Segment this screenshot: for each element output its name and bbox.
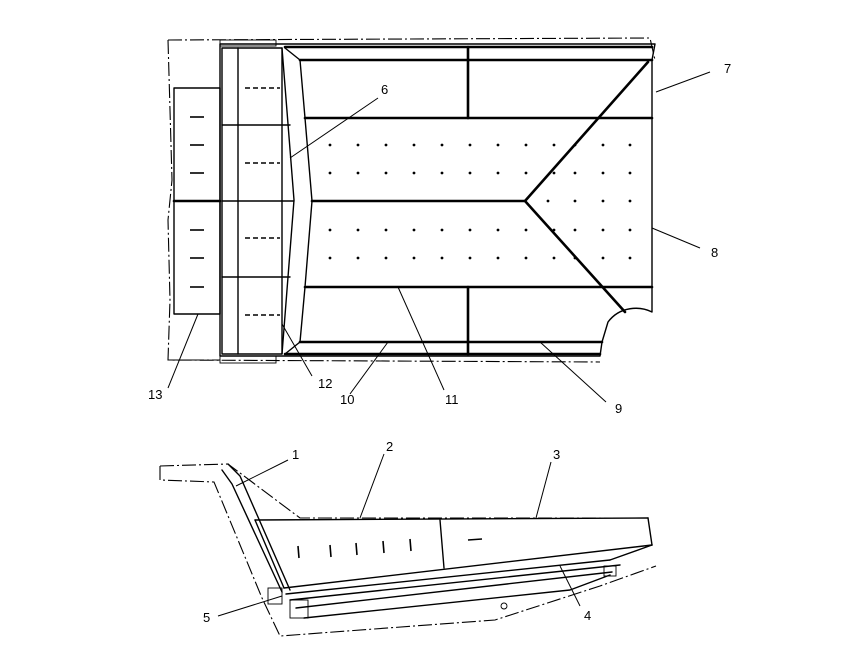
- floor-line-1: [283, 544, 653, 589]
- rivet: [496, 228, 500, 232]
- rivet: [552, 171, 556, 175]
- rivet: [328, 171, 332, 175]
- label-12: 12: [318, 376, 332, 391]
- hinge-block: [289, 599, 309, 619]
- label-6: 6: [381, 82, 388, 97]
- rivet: [440, 256, 444, 260]
- rivet: [496, 256, 500, 260]
- rivet: [573, 143, 577, 147]
- rivet: [356, 143, 360, 147]
- rivet: [546, 199, 550, 203]
- rivet: [384, 256, 388, 260]
- front-block: [267, 587, 283, 605]
- rivet: [524, 171, 528, 175]
- rivet: [356, 228, 360, 232]
- body-rear-edge: [647, 517, 653, 546]
- side-slots: [297, 538, 483, 559]
- leader-lines: [167, 71, 711, 617]
- label-13: 13: [148, 387, 162, 402]
- rivet: [628, 256, 632, 260]
- front-wall: [284, 47, 313, 355]
- rivet: [384, 143, 388, 147]
- rivet: [524, 143, 528, 147]
- rivet: [573, 228, 577, 232]
- cab-shield-cap: [219, 39, 277, 47]
- rivet: [468, 228, 472, 232]
- rivet: [412, 143, 416, 147]
- rivet: [328, 228, 332, 232]
- label-7: 7: [724, 61, 731, 76]
- rivet: [468, 143, 472, 147]
- floor-line-5: [303, 574, 611, 619]
- side-view: [159, 463, 657, 637]
- rivet: [573, 256, 577, 260]
- rivet: [468, 256, 472, 260]
- rivet: [412, 228, 416, 232]
- label-1: 1: [292, 447, 299, 462]
- shield-slots: [245, 87, 280, 316]
- rivet: [412, 256, 416, 260]
- rivet: [412, 171, 416, 175]
- rivet: [440, 171, 444, 175]
- body-front-edge: [254, 519, 285, 589]
- v-liner: [523, 60, 650, 314]
- rivet: [328, 256, 332, 260]
- label-9: 9: [615, 401, 622, 416]
- rivet: [524, 256, 528, 260]
- rivet: [440, 143, 444, 147]
- rivet: [628, 228, 632, 232]
- label-10: 10: [340, 392, 354, 407]
- rivet: [552, 143, 556, 147]
- rivet: [496, 143, 500, 147]
- label-2: 2: [386, 439, 393, 454]
- floor-line-3: [289, 564, 621, 601]
- rivet: [573, 171, 577, 175]
- plan-view: [167, 37, 656, 364]
- rivet: [356, 256, 360, 260]
- part-labels: 1 2 3 4 5 6 7 8 9 10 11 12 13: [148, 61, 731, 625]
- rivet: [601, 143, 605, 147]
- rivet: [601, 228, 605, 232]
- canopy-slots: [190, 116, 204, 288]
- floor-line-2: [285, 559, 611, 595]
- rivet: [601, 199, 605, 203]
- rivet: [496, 171, 500, 175]
- main-body-outline: [219, 43, 656, 357]
- rivet-pattern: [328, 143, 632, 260]
- rivet: [384, 171, 388, 175]
- rivet: [468, 171, 472, 175]
- rivet: [552, 256, 556, 260]
- rivet: [601, 171, 605, 175]
- label-4: 4: [584, 608, 591, 623]
- canopy-profile: [221, 463, 291, 593]
- rivet: [440, 228, 444, 232]
- rivet: [524, 228, 528, 232]
- rivet: [356, 171, 360, 175]
- rivet: [328, 143, 332, 147]
- label-11: 11: [445, 392, 459, 407]
- side-envelope: [159, 463, 657, 637]
- rivet: [384, 228, 388, 232]
- rivet: [552, 228, 556, 232]
- rivet: [573, 199, 577, 203]
- floor-line-4: [295, 571, 613, 609]
- rivet: [628, 143, 632, 147]
- rivet: [628, 199, 632, 203]
- label-3: 3: [553, 447, 560, 462]
- pivot-pin: [500, 602, 508, 610]
- body-top-edge: [254, 517, 649, 521]
- label-8: 8: [711, 245, 718, 260]
- rivet: [628, 171, 632, 175]
- cab-shield-cap: [219, 355, 277, 364]
- label-5: 5: [203, 610, 210, 625]
- front-wall-inner: [281, 47, 295, 355]
- rear-block: [603, 565, 617, 577]
- tailgate-edge: [609, 544, 653, 561]
- rivet: [601, 256, 605, 260]
- side-divider: [439, 519, 445, 569]
